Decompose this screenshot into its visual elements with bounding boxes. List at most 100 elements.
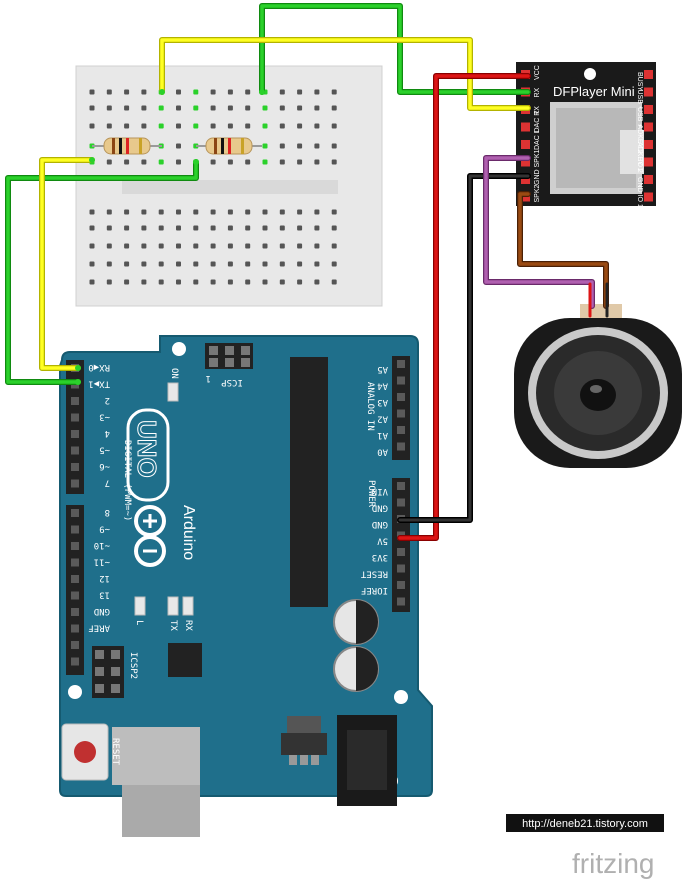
breadboard-hole [89,243,95,249]
resistor-1 [92,137,162,155]
dfplayer-pin [521,122,530,132]
breadboard-hole [245,159,251,165]
breadboard-hole [193,209,199,215]
header-pin [397,482,405,490]
breadboard-hole [193,243,199,249]
breadboard-hole [141,89,147,95]
breadboard-hole [279,159,285,165]
reset-label: RESET [110,738,120,766]
header-pin [71,608,79,616]
breadboard-hole [210,261,216,267]
wire-black-gnd [397,173,531,523]
breadboard-hole [141,279,147,285]
breadboard-hole [314,243,320,249]
watermark-box [506,814,664,832]
breadboard-hole [193,261,199,267]
header-pin [71,657,79,666]
breadboard-hole [210,123,216,129]
power-pin-label: 3V3 [372,552,388,562]
breadboard-hole [124,225,130,231]
breadboard-hole [106,225,112,231]
digital-pin-label: 7 [105,478,110,488]
digital-pin-label: 8 [105,507,110,517]
breadboard-hole [331,279,337,285]
header-pin [71,641,79,649]
breadboard-hole [89,279,95,285]
breadboard-hole [331,143,337,149]
digital-pin-label: ~10 [94,540,110,550]
dfplayer-pin-label: TX [534,106,541,115]
breadboard-hole [262,209,268,215]
dfplayer-pin-label: GND [534,169,541,185]
breadboard-hole [227,209,233,215]
rx-led [182,596,194,616]
digital-pin-label: GND [94,606,110,616]
breadboard-hole [141,105,147,111]
dfplayer-pin-label: BUSY [636,72,643,91]
header-pin [71,624,79,633]
digital-pin-label: 12 [99,573,110,583]
header-pin [71,397,79,405]
icsp-pin1-label: 1 [206,373,211,383]
breadboard-hole [89,123,95,129]
breadboard-hole [89,89,95,95]
breadboard-hole [227,243,233,249]
rx-label: RX [183,620,193,631]
digital-pin-label: 13 [99,590,110,600]
dfplayer-pin-label: USB + [636,107,643,127]
breadboard-hole [106,261,112,267]
header-pin [71,525,79,534]
breadboard-hole [279,261,285,267]
analog-pin-label: A3 [377,397,388,407]
header-pin [71,430,79,438]
digital-label: DIGITAL (PWM=~) [122,440,132,521]
breadboard-hole [297,209,303,215]
breadboard-hole [279,89,285,95]
breadboard-hole [124,243,130,249]
breadboard-hole [245,89,251,95]
breadboard-hole [176,279,181,285]
power-pin-label: IOREF [361,585,388,595]
breadboard-hole [331,209,337,215]
dfplayer-pin-label: SPK1 [534,149,541,167]
header-pin [71,463,79,471]
breadboard-hole [314,123,320,129]
breadboard-hole [279,209,285,215]
breadboard-hole [245,261,251,267]
header-pin [71,591,79,600]
breadboard-hole [262,105,268,111]
power-pin-label: GND [372,519,388,529]
breadboard-hole [124,123,130,129]
dfplayer-pin-label: ADKEY 1 [636,142,643,172]
dfplayer-pin [521,175,530,184]
breadboard-hole [279,105,285,111]
breadboard-hole [176,143,181,149]
breadboard-hole [106,123,112,129]
breadboard-hole [314,89,320,95]
header-pin [397,360,405,368]
usb-chip [168,643,202,677]
icsp2-label: ICSP2 [128,652,138,679]
wire-end-markers [75,89,265,385]
breadboard-hole [124,209,130,215]
breadboard-hole [89,261,95,267]
header-pin [397,442,405,451]
breadboard-hole [210,89,216,95]
breadboard-hole [193,123,199,129]
breadboard-hole [279,143,285,149]
header-pin [71,558,79,567]
breadboard-hole [331,105,337,111]
digital-pin-label: ~11 [94,557,110,567]
breadboard-hole [297,159,303,165]
breadboard-hole [297,225,303,231]
breadboard-hole [89,225,95,231]
breadboard-hole [314,209,320,215]
breadboard-hole [245,243,251,249]
breadboard-hole [279,279,285,285]
breadboard-hole [314,105,320,111]
dfplayer-pin [644,105,653,114]
tx-led [167,596,179,616]
breadboard-hole [176,159,181,165]
breadboard-hole [245,123,251,129]
header-pin [397,409,405,418]
